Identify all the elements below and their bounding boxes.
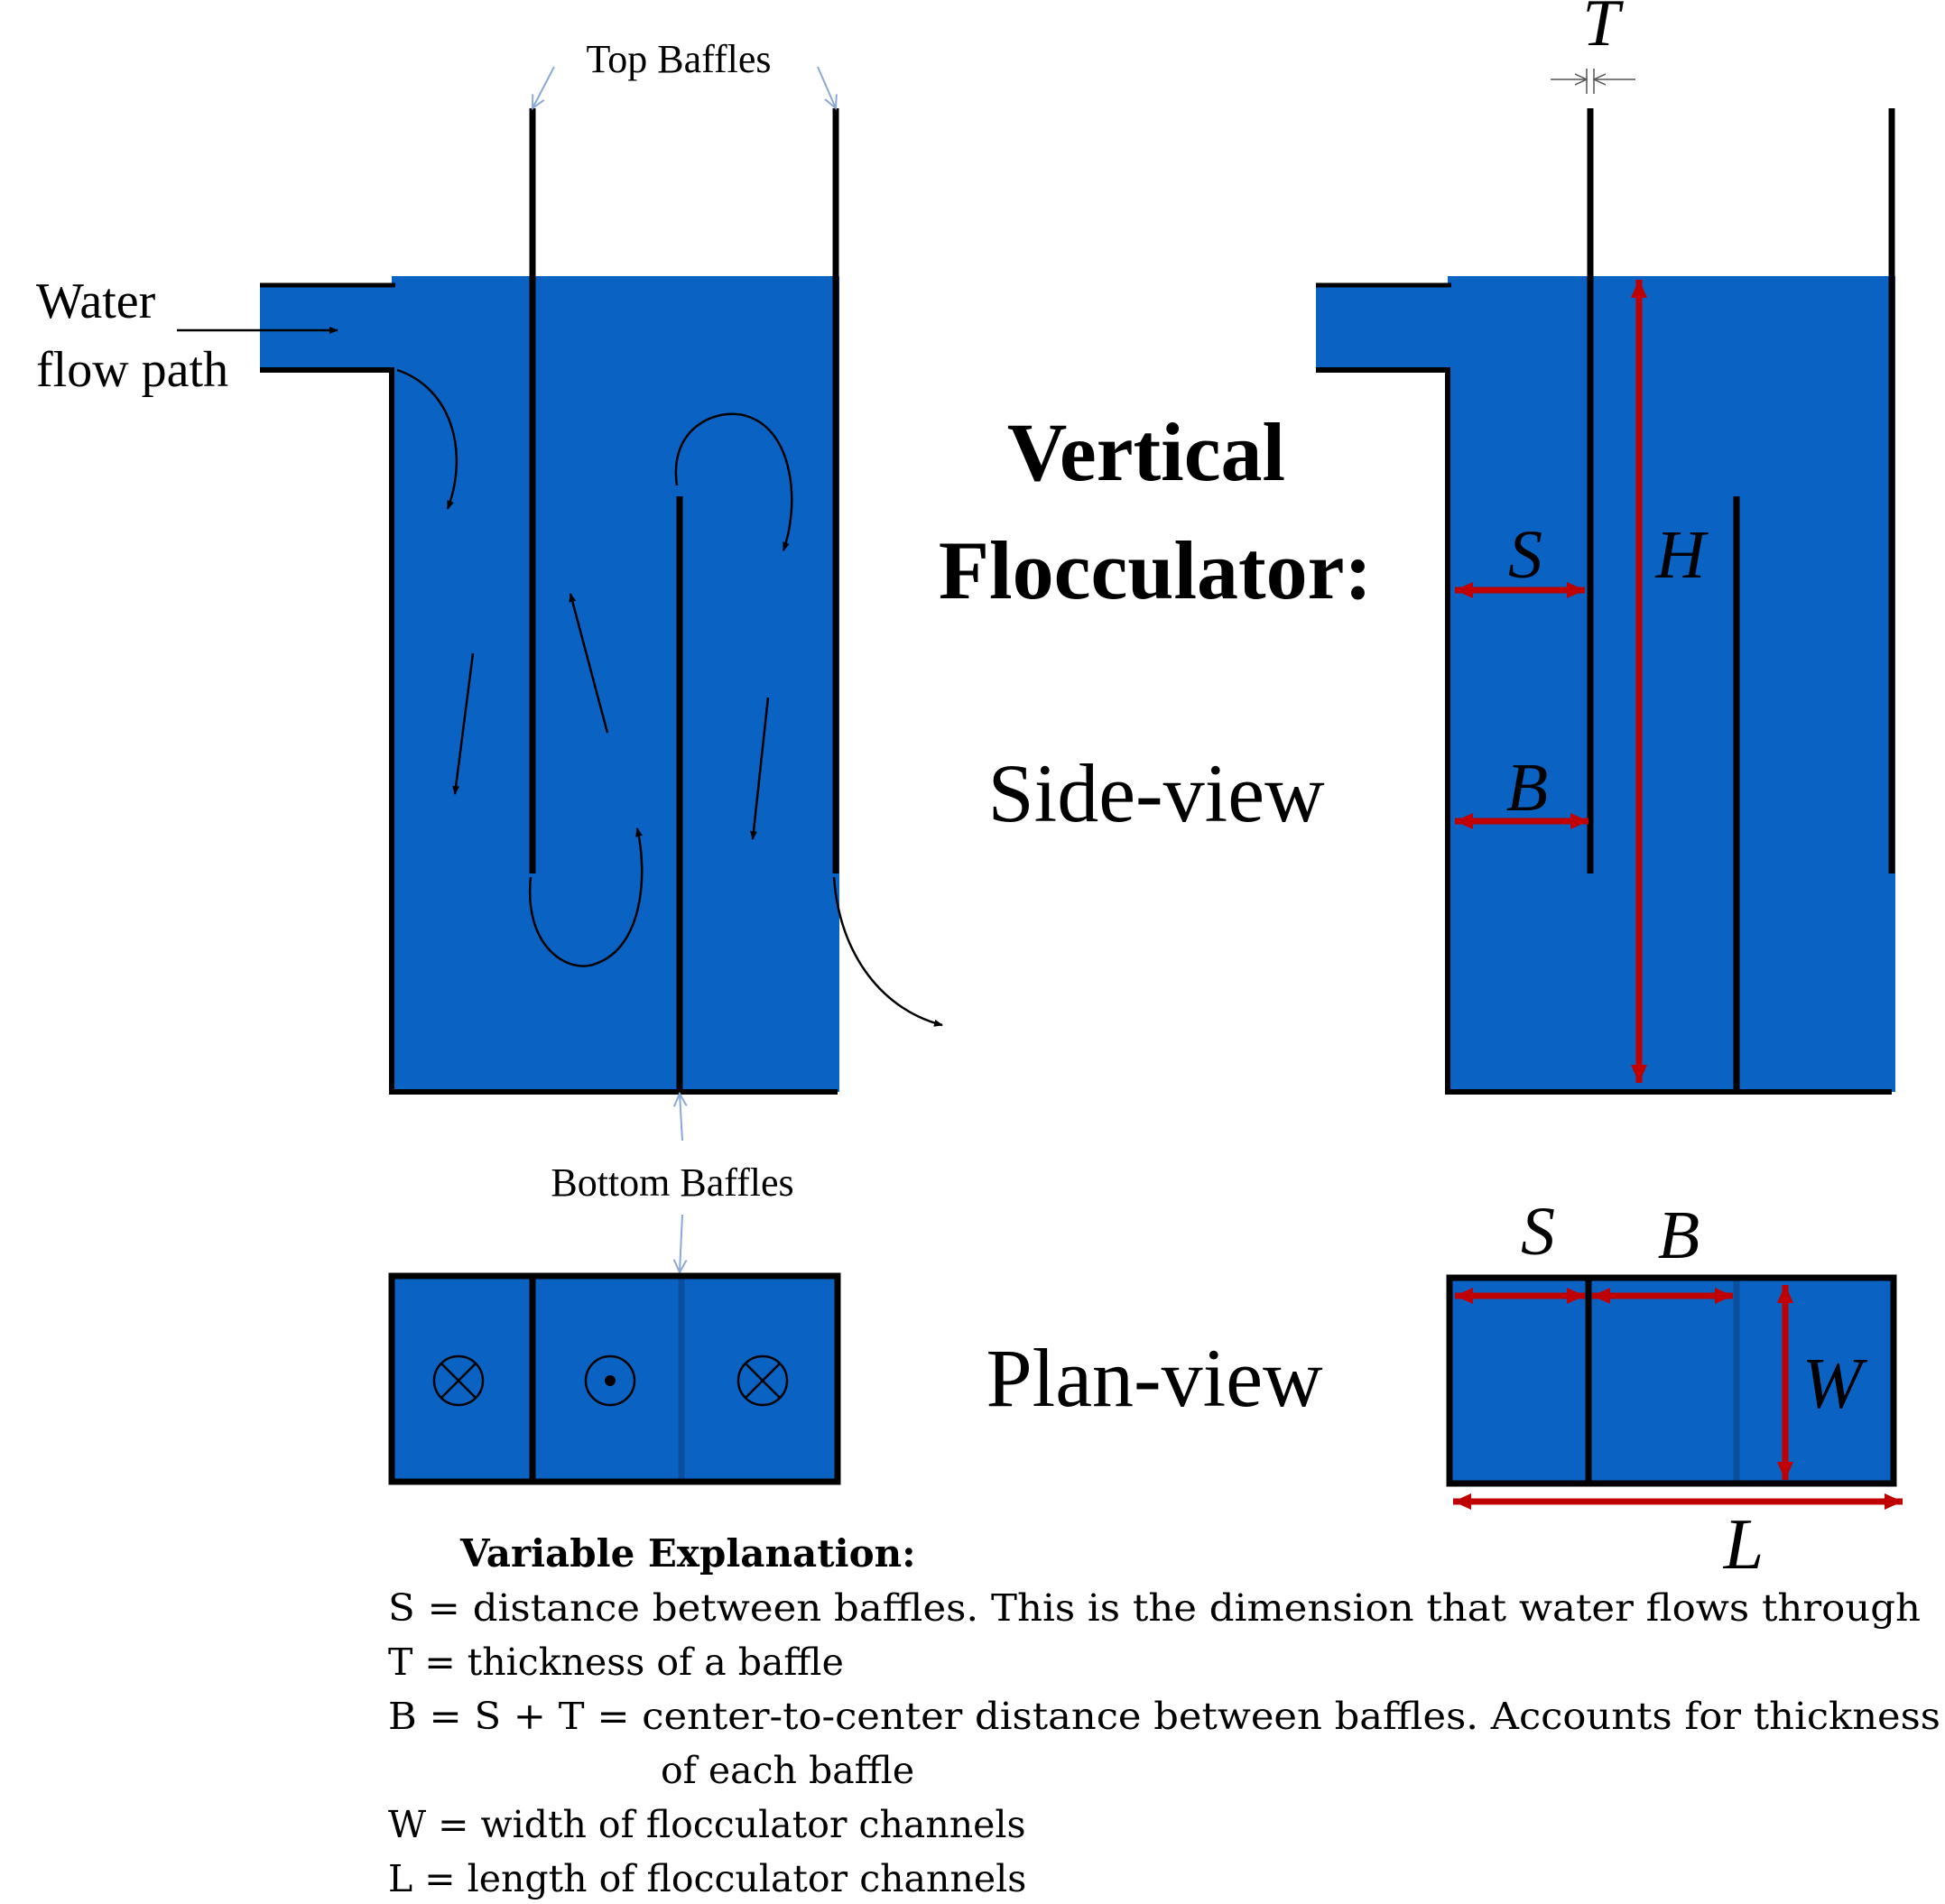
top-baffle-pointer: [533, 66, 555, 108]
side-view-label: Side-view: [987, 747, 1325, 839]
explanation-w: W = width of flocculator channels: [388, 1803, 1026, 1846]
tank-wall: [1316, 367, 1892, 1095]
water-label-line2: flow path: [36, 342, 228, 398]
plan-w-label: W: [1802, 1345, 1868, 1424]
plan-b-label: B: [1658, 1197, 1700, 1273]
s-label: S: [1508, 517, 1542, 593]
side-view-dimension-diagram: T S B H: [1316, 0, 1895, 1095]
inlet-channel: [1316, 283, 1451, 372]
b-label: B: [1506, 750, 1548, 826]
tank-wall: [260, 367, 838, 1095]
plan-s-label: S: [1521, 1194, 1555, 1270]
title-line1: Vertical: [1007, 406, 1285, 498]
explanation-t: T = thickness of a baffle: [388, 1641, 844, 1684]
into-page-icon: [432, 1354, 485, 1407]
plan-view-label: Plan-view: [986, 1332, 1323, 1424]
tank-water: [1448, 276, 1895, 1092]
plan-l-label: L: [1723, 1505, 1764, 1585]
inlet-channel: [260, 283, 395, 372]
variable-explanation: Variable Explanation: S = distance betwe…: [388, 1531, 1940, 1900]
plan-water: [1449, 1278, 1894, 1483]
side-view-flow-diagram: Top Baffles Bottom Baffles Water flow pa…: [36, 37, 943, 1272]
t-label: T: [1582, 0, 1624, 60]
plan-outline: [388, 1272, 841, 1485]
bottom-baffle-pointer: [680, 1094, 682, 1141]
flow-path-arrows: [177, 327, 943, 1027]
explanation-b-line2: of each baffle: [661, 1749, 914, 1792]
into-page-icon: [736, 1354, 789, 1407]
explanation-b-line1: B = S + T = center-to-center distance be…: [388, 1695, 1940, 1738]
water-label-line1: Water: [36, 273, 156, 329]
top-baffles-label: Top Baffles: [586, 37, 771, 81]
plan-outline: [1446, 1274, 1897, 1487]
explanation-s: S = distance between baffles. This is th…: [388, 1586, 1921, 1630]
plan-view-dimension-diagram: S B W L: [1446, 1194, 1903, 1585]
explanation-l: L = length of flocculator channels: [388, 1857, 1026, 1900]
top-baffle-pointer: [817, 66, 836, 108]
tank-water: [392, 276, 839, 1092]
explanation-heading: Variable Explanation:: [459, 1531, 916, 1576]
title-line2: Flocculator:: [939, 524, 1372, 616]
out-of-page-icon: [584, 1354, 636, 1407]
bottom-baffles-label: Bottom Baffles: [551, 1160, 793, 1205]
t-dimension: [1551, 69, 1635, 94]
h-label: H: [1655, 517, 1709, 593]
plan-view-flow-diagram: [388, 1272, 841, 1485]
bottom-baffle-pointer: [680, 1214, 682, 1272]
title-block: Vertical Flocculator: Side-view Plan-vie…: [939, 406, 1372, 1424]
